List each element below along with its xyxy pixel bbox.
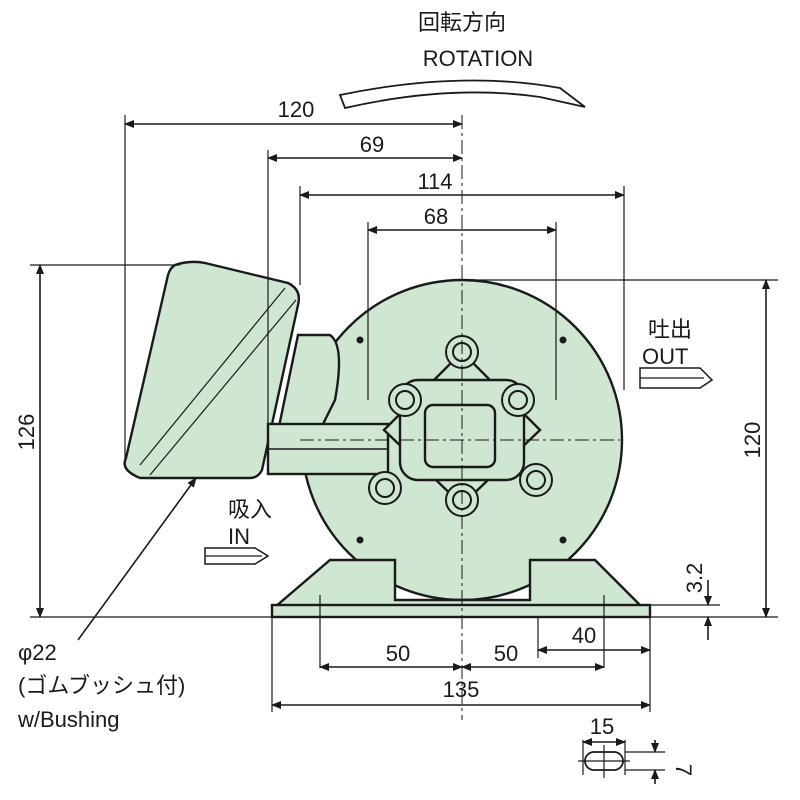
inlet-label-en: IN bbox=[228, 524, 250, 549]
dim-69: 69 bbox=[360, 132, 384, 157]
outlet-label-en: OUT bbox=[642, 344, 688, 369]
dim-50-right: 50 bbox=[494, 641, 518, 666]
rotation-arrow-icon bbox=[338, 79, 586, 110]
bushing-label-jp: (ゴムブッシュ付) bbox=[18, 673, 185, 698]
inlet-label-jp: 吸入 bbox=[228, 497, 272, 522]
dim-3-2: 3.2 bbox=[682, 563, 707, 594]
bushing-diameter: φ22 bbox=[18, 640, 57, 665]
dim-50-left: 50 bbox=[386, 641, 410, 666]
housing-screws bbox=[356, 336, 567, 544]
dim-114: 114 bbox=[417, 169, 452, 194]
mounting-base bbox=[270, 558, 652, 619]
slot-detail bbox=[578, 738, 665, 784]
dim-7: 7 bbox=[671, 764, 696, 776]
dimension-lines bbox=[36, 120, 770, 709]
dim-126: 126 bbox=[14, 414, 39, 451]
dim-120-top: 120 bbox=[278, 97, 315, 122]
dim-120-right: 120 bbox=[740, 422, 765, 459]
rotation-label-jp: 回転方向 bbox=[418, 10, 506, 35]
dim-135: 135 bbox=[443, 677, 480, 702]
inlet-arrow-icon bbox=[204, 547, 270, 565]
inlet-pipe bbox=[266, 422, 390, 476]
bushing-label-en: w/Bushing bbox=[17, 707, 120, 732]
dim-68: 68 bbox=[424, 204, 448, 229]
outlet-arrow-icon bbox=[639, 367, 714, 389]
terminal-box bbox=[123, 260, 341, 480]
bushing-leader-line bbox=[77, 477, 197, 641]
rotation-label-en: ROTATION bbox=[423, 46, 533, 71]
outlet-label-jp: 吐出 bbox=[648, 317, 692, 342]
dim-40: 40 bbox=[572, 623, 596, 648]
dim-15: 15 bbox=[590, 714, 614, 739]
bolts bbox=[368, 335, 553, 517]
